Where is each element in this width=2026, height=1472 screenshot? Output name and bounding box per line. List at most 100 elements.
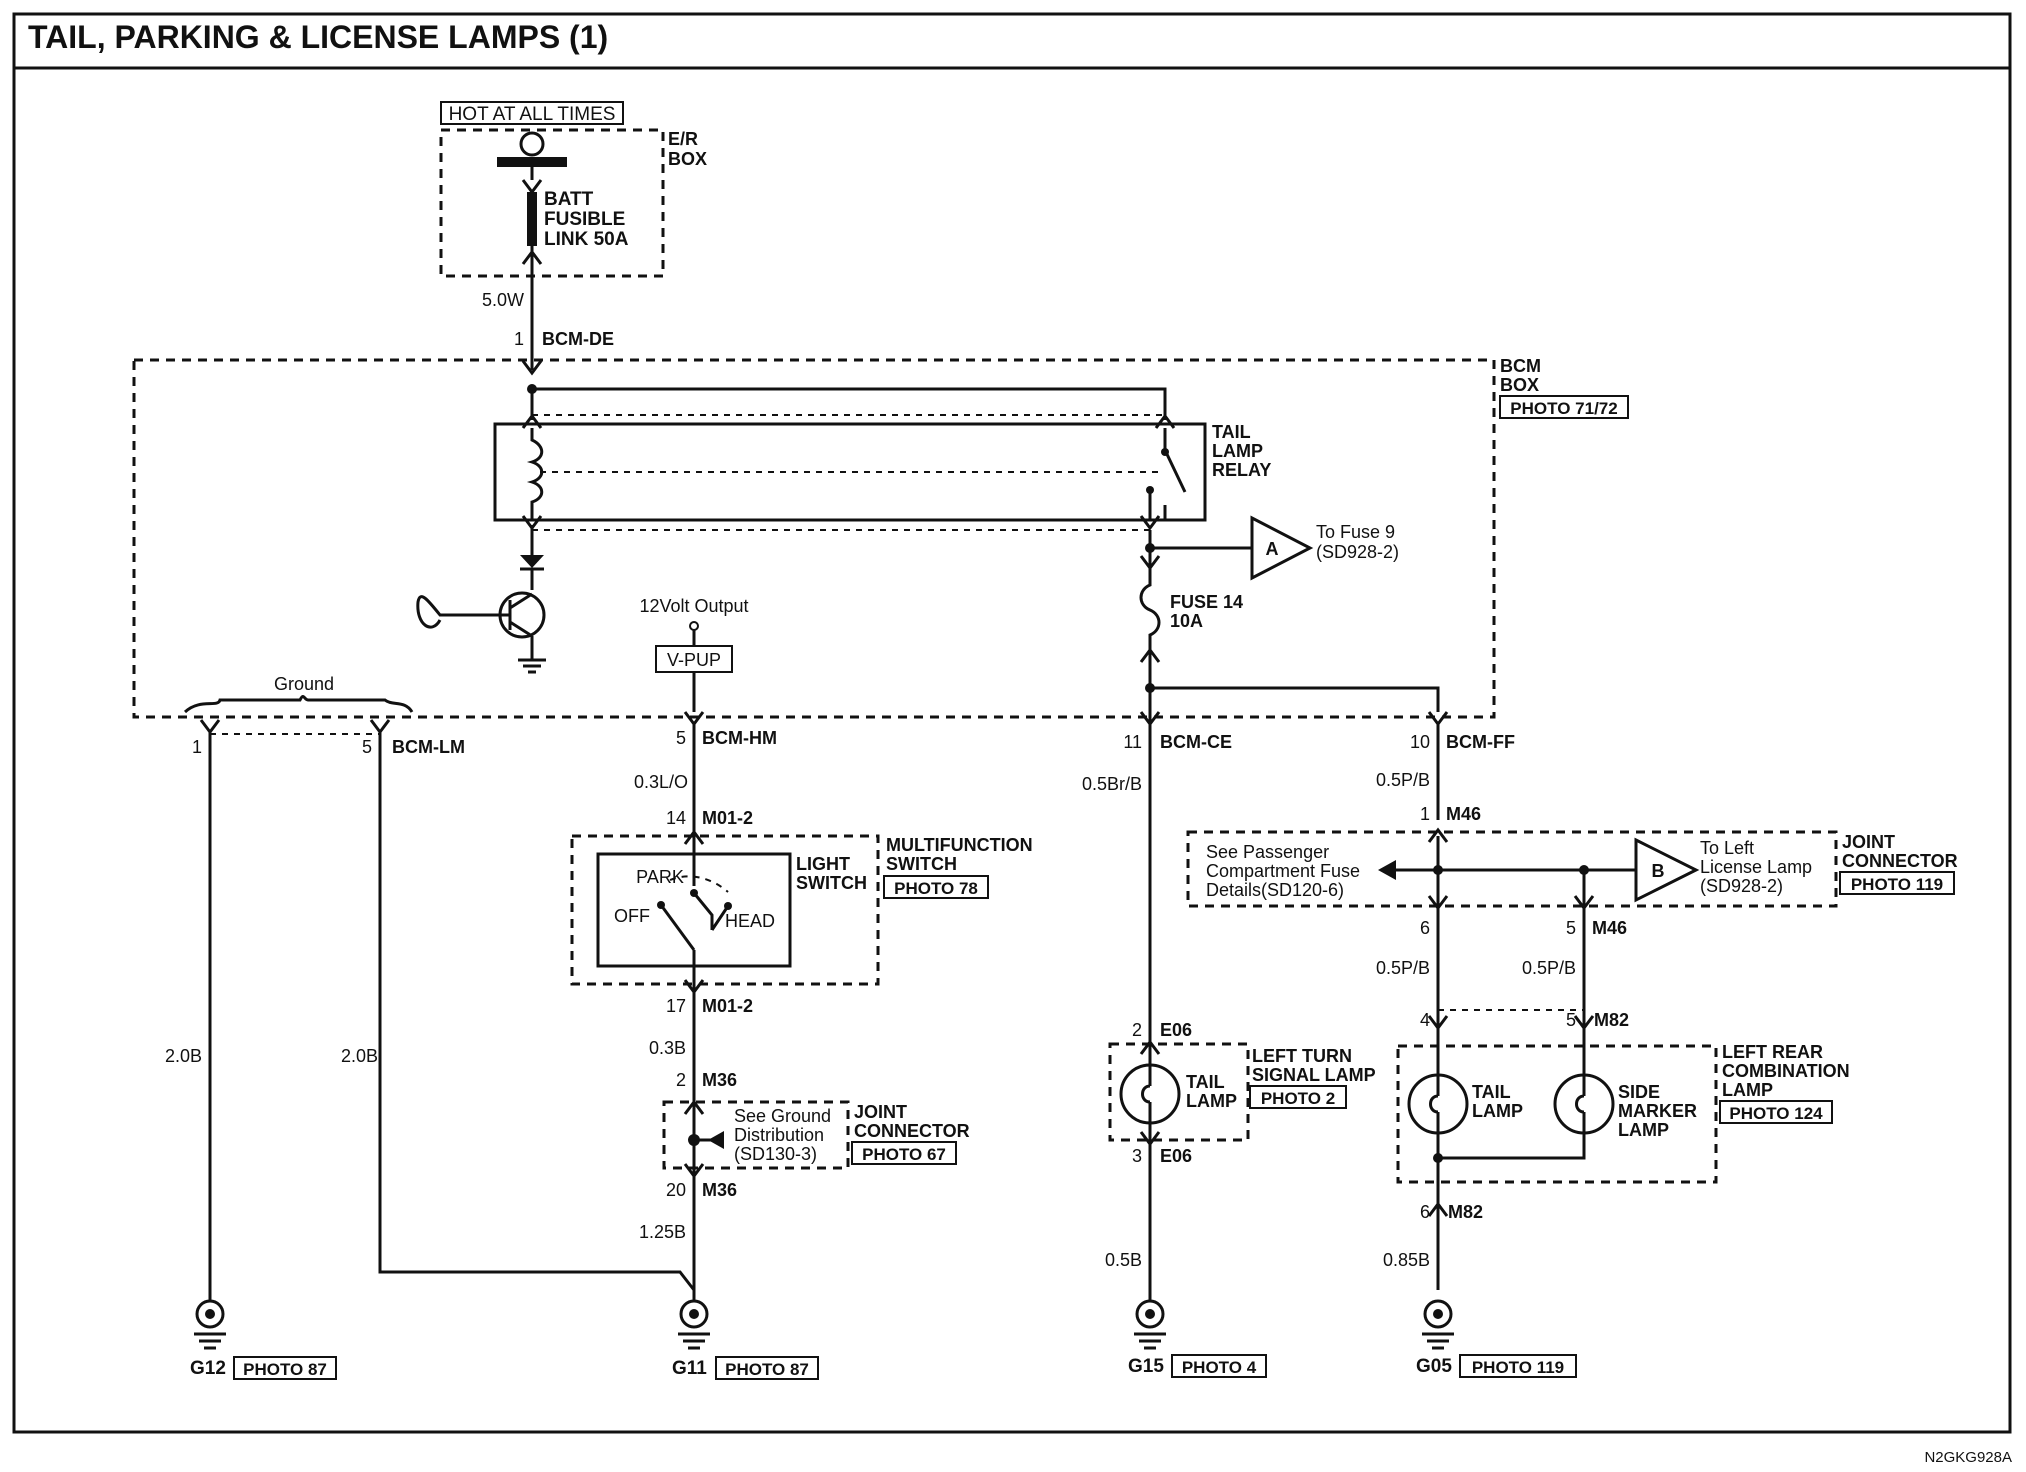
ground-g05-photo: PHOTO 119 — [1472, 1358, 1564, 1377]
vpup-label: V-PUP — [667, 650, 721, 670]
e06-top-name: E06 — [1160, 1020, 1192, 1040]
light-switch-label-2: SWITCH — [796, 873, 867, 893]
er-box-label-2: BOX — [668, 149, 707, 169]
hot-at-all-times-label: HOT AT ALL TIMES — [449, 104, 616, 125]
fusible-label-2: FUSIBLE — [544, 209, 625, 230]
m01-bot-name: M01-2 — [702, 996, 753, 1016]
m82-bot-pin: 6 — [1420, 1202, 1430, 1222]
m46-note-1: See Passenger — [1206, 842, 1329, 862]
v-pup — [655, 645, 733, 673]
side-marker-lamp-bulb — [1553, 1073, 1615, 1135]
left-turn-signal-lamp — [1108, 1042, 1250, 1142]
wire-g12: 2.0B — [165, 1046, 202, 1066]
m36-photo: PHOTO 67 — [862, 1145, 946, 1164]
m82-l-pin: 4 — [1420, 1010, 1430, 1030]
rear-tail-label-1: TAIL — [1472, 1082, 1511, 1102]
e06-bot-name: E06 — [1160, 1146, 1192, 1166]
fuse14-label-2: 10A — [1170, 611, 1203, 631]
lt-lamp-label-1: TAIL — [1186, 1072, 1225, 1092]
multifunction-switch — [570, 834, 880, 986]
e06-bot-pin: 3 — [1132, 1146, 1142, 1166]
ground-symbol-g11 — [676, 1299, 712, 1350]
wire-ff: 0.5P/B — [1376, 770, 1430, 790]
lt-label-2: SIGNAL LAMP — [1252, 1065, 1376, 1085]
bcm-ff-pin: 10 — [1410, 732, 1430, 752]
wire-m82-g05: 0.85B — [1383, 1250, 1430, 1270]
m36-joint-label-1: JOINT — [854, 1102, 907, 1122]
wire-lm5: 2.0B — [341, 1046, 378, 1066]
mfs-photo: PHOTO 78 — [894, 879, 978, 898]
joint-connector-m46 — [1186, 830, 1838, 908]
ground-g12-photo: PHOTO 87 — [243, 1360, 327, 1379]
switch-head: HEAD — [725, 911, 775, 931]
switch-park: PARK — [636, 867, 684, 887]
m46-joint-label-2: CONNECTOR — [1842, 851, 1958, 871]
ground-g15-name: G15 — [1128, 1356, 1164, 1377]
bcm-hm-pin: 5 — [676, 728, 686, 748]
m36-bot-pin: 20 — [666, 1180, 686, 1200]
wire-m01-m36: 0.3B — [649, 1038, 686, 1058]
wire-m46-l: 0.5P/B — [1376, 958, 1430, 978]
bcm-box — [132, 358, 1496, 719]
wire-ce: 0.5Br/B — [1082, 774, 1142, 794]
ground-symbol-g15 — [1132, 1299, 1168, 1350]
m46-photo: PHOTO 119 — [1851, 875, 1943, 894]
m46-note-3: Details(SD120-6) — [1206, 880, 1344, 900]
bcm-lm-name: BCM-LM — [392, 737, 465, 757]
lr-label-3: LAMP — [1722, 1080, 1773, 1100]
relay-label-1: TAIL — [1212, 422, 1251, 442]
bcm-lm5-pin: 5 — [362, 737, 372, 757]
ref-a-arrow — [1250, 515, 1314, 581]
lr-label-2: COMBINATION — [1722, 1061, 1850, 1081]
ground-g11-name: G11 — [672, 1358, 707, 1379]
ref-b-letter: B — [1652, 861, 1665, 881]
bcm-de-name: BCM-DE — [542, 329, 614, 349]
e06-top-pin: 2 — [1132, 1020, 1142, 1040]
m36-note-2: Distribution — [734, 1125, 824, 1145]
lr-label-1: LEFT REAR — [1722, 1042, 1823, 1062]
bcm-ff-name: BCM-FF — [1446, 732, 1515, 752]
ref-b-arrow — [1634, 837, 1700, 903]
output-label: 12Volt Output — [639, 596, 748, 616]
to-left-2: License Lamp — [1700, 857, 1812, 877]
er-box — [439, 128, 665, 278]
rear-tail-lamp-bulb — [1407, 1073, 1469, 1135]
mfs-label-1: MULTIFUNCTION — [886, 835, 1033, 855]
diagram-frame — [12, 12, 2012, 1434]
bcm-ce-pin: 11 — [1123, 732, 1142, 752]
light-switch-label-1: LIGHT — [796, 854, 850, 874]
relay-coil — [526, 428, 544, 520]
m46-top-pin: 1 — [1420, 804, 1430, 824]
relay-label-2: LAMP — [1212, 441, 1263, 461]
mfs-label-2: SWITCH — [886, 854, 957, 874]
bcm-box-label-1: BCM — [1500, 356, 1541, 376]
m46-l-pin: 6 — [1420, 918, 1430, 938]
side-marker-label-1: SIDE — [1618, 1082, 1660, 1102]
bcm-de-pin: 1 — [514, 329, 524, 349]
bcm-photo: PHOTO 71/72 — [1510, 399, 1617, 418]
bcm-box-label-2: BOX — [1500, 375, 1539, 395]
bcm-hm-name: BCM-HM — [702, 728, 777, 748]
m46-joint-label-1: JOINT — [1842, 832, 1895, 852]
ground-g15-photo: PHOTO 4 — [1182, 1358, 1257, 1377]
to-fuse9-2: (SD928-2) — [1316, 542, 1399, 562]
ground-g11-photo: PHOTO 87 — [725, 1360, 809, 1379]
side-marker-label-3: LAMP — [1618, 1120, 1669, 1140]
m36-bot-name: M36 — [702, 1180, 737, 1200]
to-left-3: (SD928-2) — [1700, 876, 1783, 896]
rear-tail-label-2: LAMP — [1472, 1101, 1523, 1121]
m36-note-1: See Ground — [734, 1106, 831, 1126]
bcm-lm1-pin: 1 — [192, 737, 202, 757]
bcm-ce-name: BCM-CE — [1160, 732, 1232, 752]
m82-r-name: M82 — [1594, 1010, 1629, 1030]
wire-hm: 0.3L/O — [634, 772, 688, 792]
fuse14-label-1: FUSE 14 — [1170, 592, 1243, 612]
ground-label: Ground — [274, 674, 334, 694]
ground-symbol-g05 — [1420, 1299, 1456, 1350]
wire-m36-g11: 1.25B — [639, 1222, 686, 1242]
er-box-label-1: E/R — [668, 129, 698, 149]
tail-lamp-relay — [493, 422, 1207, 522]
m01-bot-pin: 17 — [666, 996, 686, 1016]
fusible-label-1: BATT — [544, 189, 594, 210]
